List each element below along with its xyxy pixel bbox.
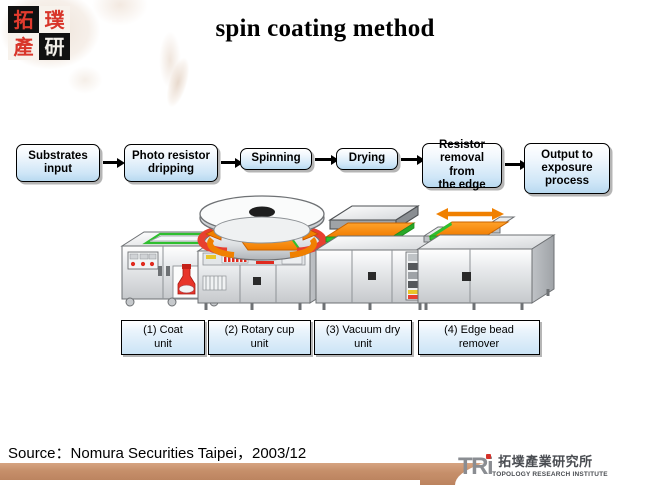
flow-arrow-3	[315, 154, 339, 165]
footer-logo-names: 拓墣產業研究所 TOPOLOGY RESEARCH INSTITUTE	[492, 456, 608, 478]
corner-logo-char-2: 璞	[39, 6, 70, 33]
corner-logo-char-4: 研	[39, 33, 70, 60]
corner-logo: 拓 璞 產 研	[8, 6, 70, 60]
unit-label-vacuum-dry-unit: (3) Vacuum dry unit	[314, 320, 412, 355]
flow-step-drying: Drying	[336, 148, 398, 170]
corner-logo-char-1: 拓	[8, 6, 39, 33]
flow-step-substrates-input: Substrates input	[16, 144, 100, 182]
tri-dot-icon	[486, 454, 492, 459]
source-caption: Source：Nomura Securities Taipei，2003/12	[8, 445, 307, 462]
edge-bead-remover-machine	[416, 208, 556, 310]
unit-label-rotary-cup-unit: (2) Rotary cup unit	[208, 320, 311, 355]
flow-step-output-to-exposure: Output to exposure process	[524, 143, 610, 194]
footer-bar	[0, 463, 480, 480]
page-title: spin coating method	[215, 15, 435, 42]
footer-logo: TRi 拓墣產業研究所 TOPOLOGY RESEARCH INSTITUTE	[458, 452, 648, 482]
tri-wordmark: TRi	[458, 454, 494, 479]
corner-logo-char-3: 產	[8, 33, 39, 60]
unit-label-edge-bead-remover: (4) Edge bead remover	[418, 320, 540, 355]
footer-institute-name-en: TOPOLOGY RESEARCH INSTITUTE	[492, 471, 608, 478]
flow-step-photo-resistor-dripping: Photo resistor dripping	[124, 144, 218, 182]
flow-arrow-4	[401, 154, 425, 165]
flow-arrow-1	[103, 157, 125, 168]
footer-institute-name-cn: 拓墣產業研究所	[498, 455, 593, 470]
rotary-cup-unit-machine	[196, 195, 334, 310]
unit-label-coat-unit: (1) Coat unit	[121, 320, 205, 355]
flow-step-spinning: Spinning	[240, 148, 312, 170]
flow-arrow-2	[221, 157, 243, 168]
flow-step-resistor-removal: Resistor removal from the edge	[422, 139, 502, 191]
